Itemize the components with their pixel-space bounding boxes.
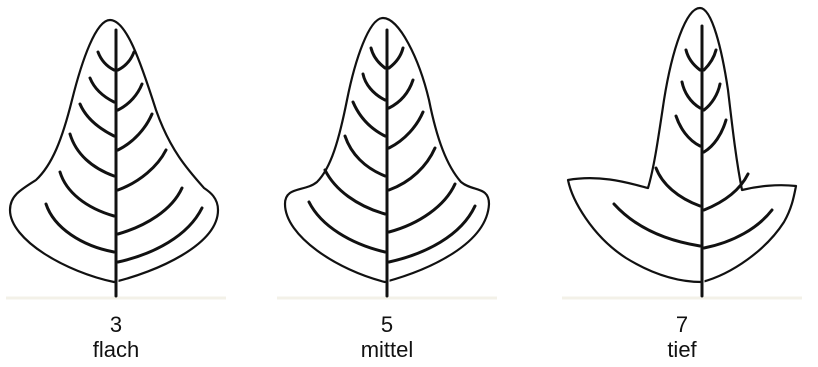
leaf-figure-mittel: 5 mittel [277,0,497,367]
leaf-figure-flach: 3 flach [6,0,226,367]
leaf-label-tief: tief [572,337,792,363]
leaf-number-flach: 3 [6,312,226,338]
leaf-figure-tief: 7 tief [572,0,792,367]
leaf-number-mittel: 5 [277,312,497,338]
leaf-flat-shallow-sinus-icon [6,0,226,300]
leaf-number-tief: 7 [572,312,792,338]
leaf-deep-sinus-icon [562,0,802,300]
leaf-medium-sinus-icon [277,0,497,300]
leaf-label-flach: flach [6,337,226,363]
leaf-label-mittel: mittel [277,337,497,363]
